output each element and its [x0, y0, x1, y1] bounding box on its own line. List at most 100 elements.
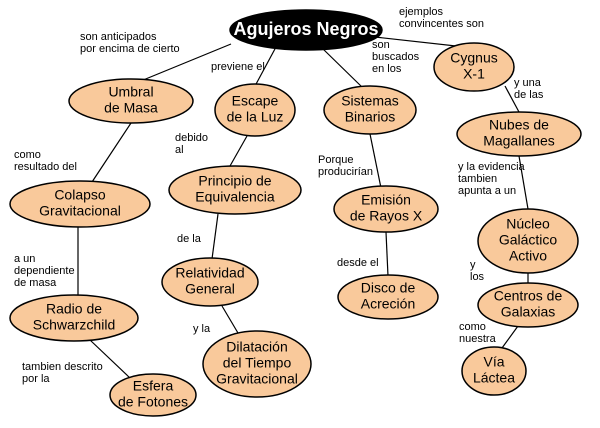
node-ellipse [477, 282, 579, 328]
connection-line [89, 339, 131, 379]
node-label-line: Galaxias [501, 304, 555, 320]
connection-line [501, 325, 519, 349]
link-label-line: de la [177, 233, 202, 245]
node-label-line: de Masa [104, 100, 158, 116]
node-ellipse [477, 208, 579, 274]
link-label-line: previene el [211, 61, 265, 73]
link-label-line: al [175, 144, 184, 156]
connection-lines [77, 35, 529, 379]
node-label-line: Gravitacional [39, 203, 121, 219]
node-ellipse [9, 180, 151, 228]
node-ellipse [333, 185, 439, 233]
node-label-line: Vía [483, 354, 504, 370]
link-label-line: son [372, 39, 390, 51]
link-label-line: tambien [458, 173, 497, 185]
node-label-line: Activo [509, 248, 547, 264]
node-label-line: Binarios [345, 109, 396, 125]
link-label-line: tambien descrito [22, 361, 103, 373]
node-label-line: Emisión [361, 192, 411, 208]
link-label-line: por encima de cierto [80, 43, 180, 55]
node-ellipse [461, 346, 527, 396]
node-label-line: Magallanes [483, 133, 555, 149]
node-label-line: Escape [232, 93, 279, 109]
link-label-line: como [459, 321, 486, 333]
link-label-line: como [14, 149, 41, 161]
node-label-line: Equivalencia [195, 189, 275, 205]
link-label-line: convincentes son [399, 18, 484, 30]
node-ellipse [433, 42, 515, 92]
connection-line [91, 122, 132, 183]
node-label-line: Centros de [494, 288, 563, 304]
link-label-line: desde el [337, 257, 379, 269]
node-ellipse [337, 274, 439, 320]
node-label-line: de Fotones [118, 394, 188, 410]
node-label-line: Núcleo [506, 216, 550, 232]
concept-node-agujeros[interactable]: Agujeros Negros [229, 9, 383, 51]
connection-line [385, 231, 389, 277]
node-label-line: Umbral [108, 84, 153, 100]
node-label-line: Colapso [54, 187, 106, 203]
node-ellipse [456, 111, 582, 157]
connection-line [321, 47, 364, 89]
node-label-line: del Tiempo [223, 355, 292, 371]
link-label-line: apunta a un [458, 185, 516, 197]
link-label-line: son anticipados [80, 31, 157, 43]
node-ellipse [323, 85, 417, 135]
connection-line [369, 133, 382, 189]
link-label-line: y la evidencia [458, 161, 526, 173]
link-label-line: debido [175, 132, 208, 144]
node-ellipse [9, 294, 139, 342]
linking-phrase-desde: desde el [337, 257, 379, 269]
node-label-line: Cygnus [450, 50, 497, 66]
node-label-line: Sistemas [341, 93, 399, 109]
link-label-line: ejemplos [399, 6, 444, 18]
link-label-line: y una [514, 77, 542, 89]
node-label-line: Schwarzchild [33, 317, 115, 333]
linking-phrase-dela: de la [177, 233, 202, 245]
node-label-line: Principio de [198, 173, 271, 189]
node-ellipse [214, 83, 296, 137]
node-label-line: Láctea [473, 370, 515, 386]
connection-line [254, 46, 277, 87]
connection-line [229, 135, 248, 167]
node-ellipse [202, 330, 312, 398]
node-label-line: Dilatación [226, 339, 287, 355]
node-label-line: Nubes de [489, 117, 549, 133]
node-label-line: Radio de [46, 301, 102, 317]
link-label-line: y [470, 259, 476, 271]
node-label-line: Gravitacional [216, 371, 298, 387]
linking-phrase-yla: y la [193, 323, 211, 335]
node-label-line: de Rayos X [350, 208, 423, 224]
node-label-line: General [185, 281, 235, 297]
link-label-line: nuestra [459, 333, 497, 345]
link-label-line: de las [514, 89, 544, 101]
link-label-line: y la [193, 323, 211, 335]
